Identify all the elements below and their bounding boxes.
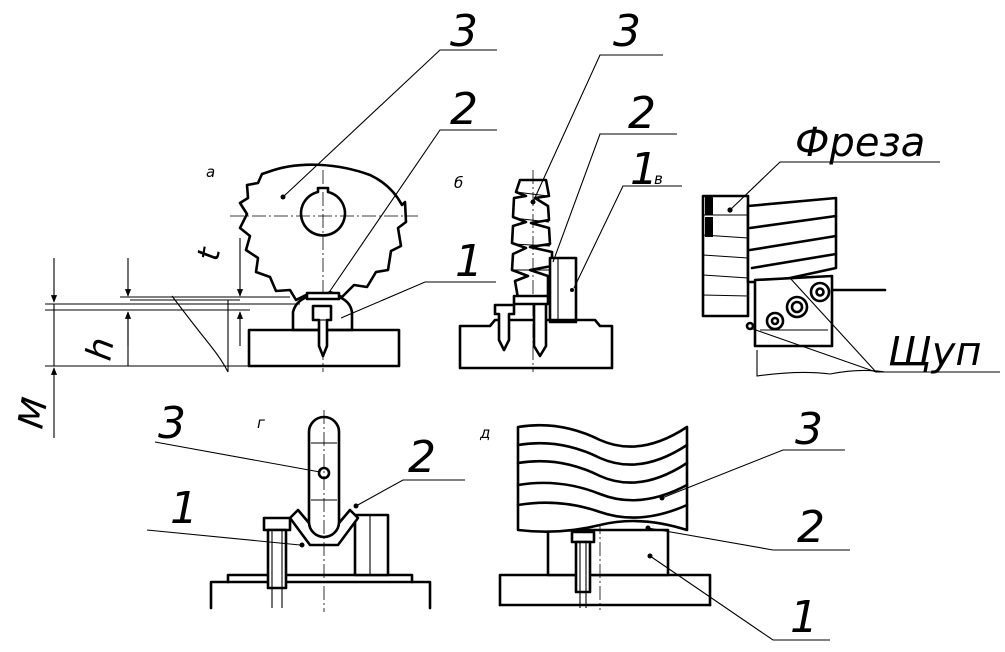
label-b-3: 3 [613,6,641,57]
view-letter-v: в [654,170,663,188]
fixture-base-d [498,573,712,607]
dim-h: h [78,334,122,363]
freza-teeth [746,196,838,284]
label-g-2: 2 [408,432,436,483]
view-a: 3 2 1 а t h М [10,6,497,438]
view-letter-a: а [206,163,215,181]
label-g-1: 1 [170,483,198,534]
label-d-2: 2 [797,502,825,553]
label-d-3: 3 [795,404,823,455]
dim-M: М [10,395,56,432]
label-d-1: 1 [790,592,818,643]
fixture-base-g [209,573,432,610]
post-d [546,528,670,577]
label-shchup: Щуп [888,329,982,375]
view-b: 3 2 1 б в [454,6,682,372]
v-block [288,508,360,547]
label-b-1: 1 [630,144,658,195]
view-g: 3 2 1 г [146,398,465,612]
label-a-2: 2 [450,84,478,135]
view-d: 3 2 1 д [479,404,850,643]
dim-t: t [190,243,228,263]
cutter-bore [299,186,347,237]
fixture-base-b [458,318,614,370]
end-mill [510,178,554,300]
label-a-1: 1 [455,236,483,287]
label-freza: Фреза [795,120,925,166]
prism-post [353,513,390,577]
view-letter-b: б [454,174,463,192]
label-a-3: 3 [450,6,478,57]
view-letter-g: г [257,414,265,432]
label-b-2: 2 [628,88,656,139]
view-letter-d: д [479,424,490,442]
view-v: Фреза Щуп [701,120,1000,377]
label-g-3: 3 [158,398,186,449]
